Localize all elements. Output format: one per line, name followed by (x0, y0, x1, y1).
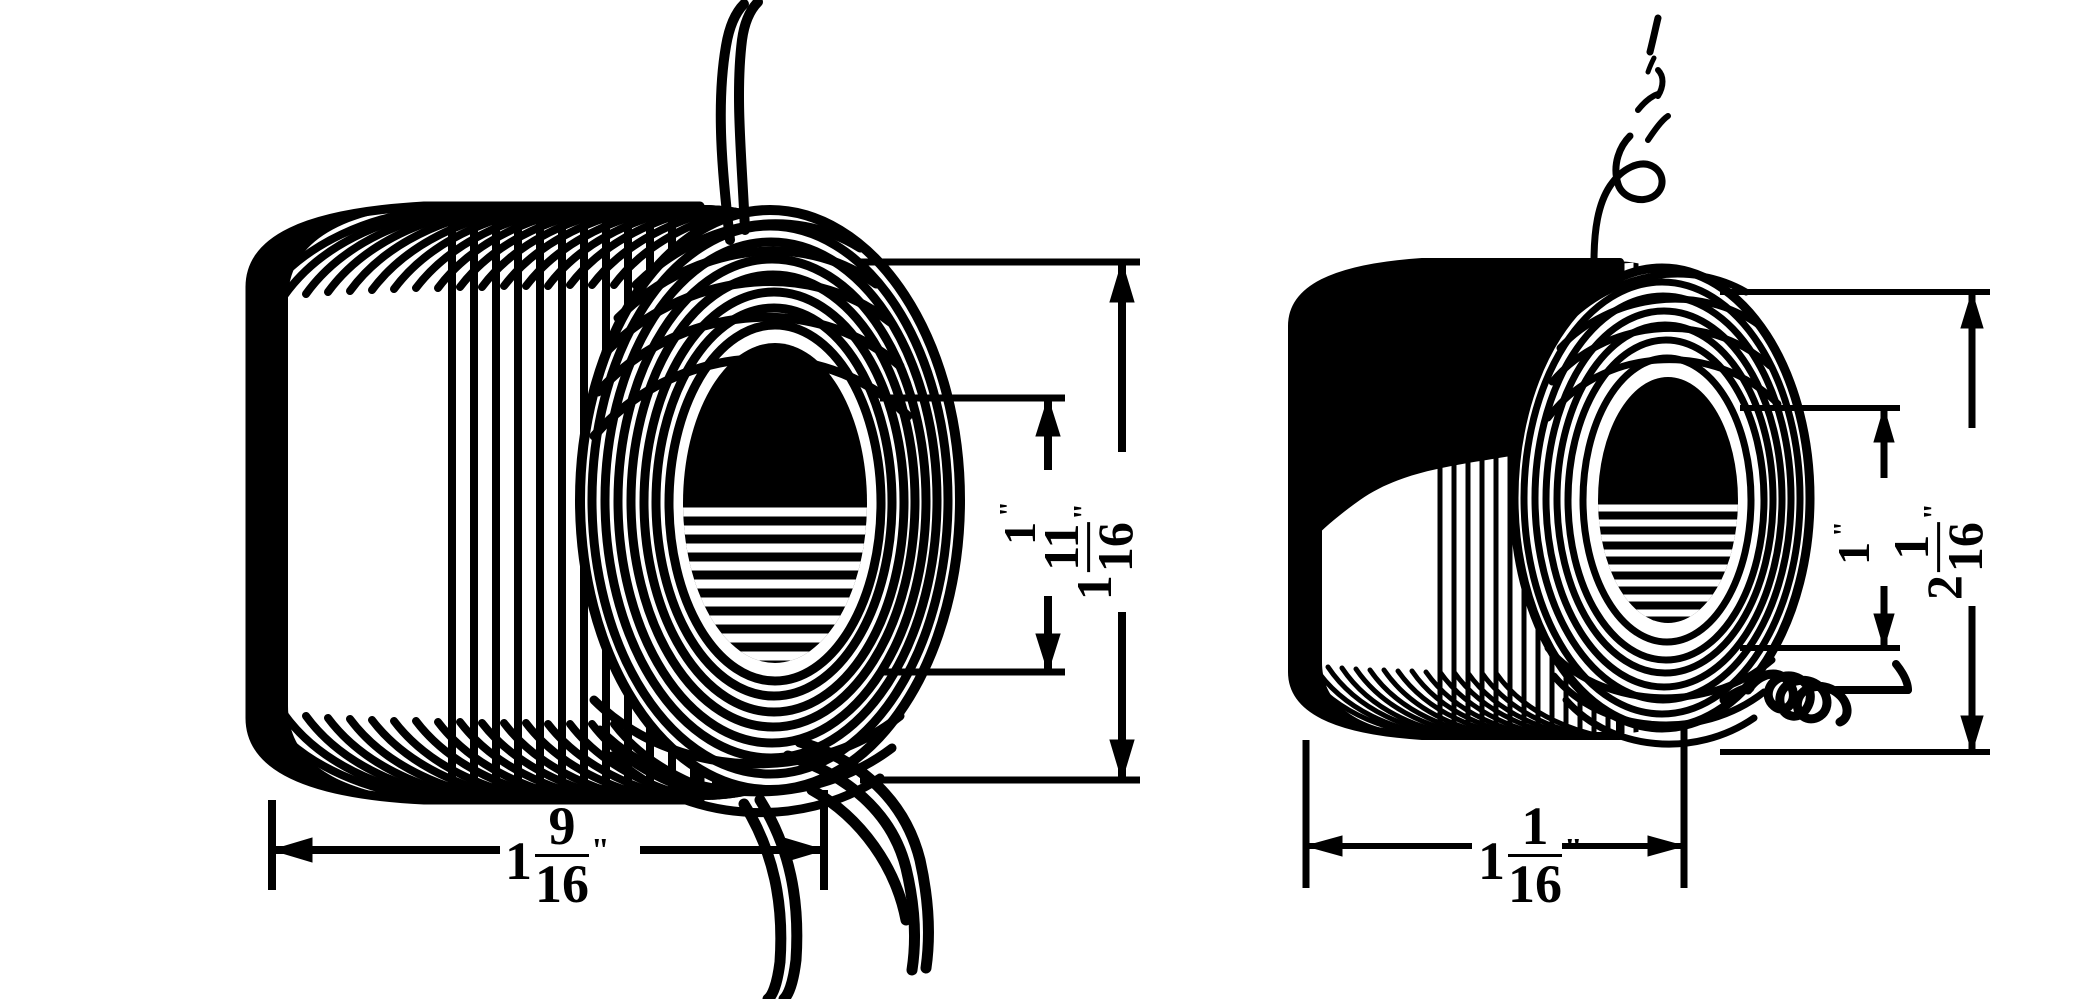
left-outer-diameter-dimension (860, 258, 1140, 784)
right-outer-whole: 2 (1916, 575, 1973, 601)
right-inner-whole: 1 (1827, 541, 1879, 565)
left-length-whole: 1 (505, 831, 532, 892)
right-outer-diameter-dimension (1720, 289, 1990, 755)
left-coil-group (245, 201, 965, 818)
left-coil-end-face (575, 205, 965, 795)
right-length-inch-mark: " (1564, 831, 1583, 869)
right-inner-inch-mark: " (1829, 521, 1861, 537)
right-coil-dimensions (1302, 289, 1990, 888)
left-inner-diameter-dimension (880, 394, 1065, 676)
left-length-dimension (268, 790, 828, 890)
left-coil-bottom-leads (738, 736, 934, 999)
left-coil-top-lead (715, 0, 763, 245)
right-outer-inch-mark: " (1916, 502, 1952, 521)
right-inner-diameter-label: 1" (1827, 521, 1879, 565)
right-coil-bore (1598, 377, 1738, 623)
left-coil-face-rings (587, 221, 953, 779)
right-length-dimension (1302, 728, 1688, 888)
left-coil-dimensions (268, 258, 1140, 890)
left-outer-whole: 1 (1066, 575, 1123, 601)
left-coil-left-end-arc (250, 206, 424, 800)
right-coil-group (1288, 258, 1815, 748)
left-outer-inch-mark: " (1066, 502, 1102, 521)
right-inner-diameter-dimension (1740, 405, 1900, 651)
right-coil-top-lead (1590, 14, 1671, 266)
left-length-inch-mark: " (591, 831, 610, 869)
right-coil-overlap-turns (1544, 270, 1782, 748)
left-inner-inch-mark: " (995, 501, 1027, 517)
right-length-whole: 1 (1478, 831, 1505, 892)
left-coil-windings (258, 205, 808, 800)
right-coil-bottom-lead (1719, 660, 1912, 727)
left-coil-bore (683, 343, 867, 663)
